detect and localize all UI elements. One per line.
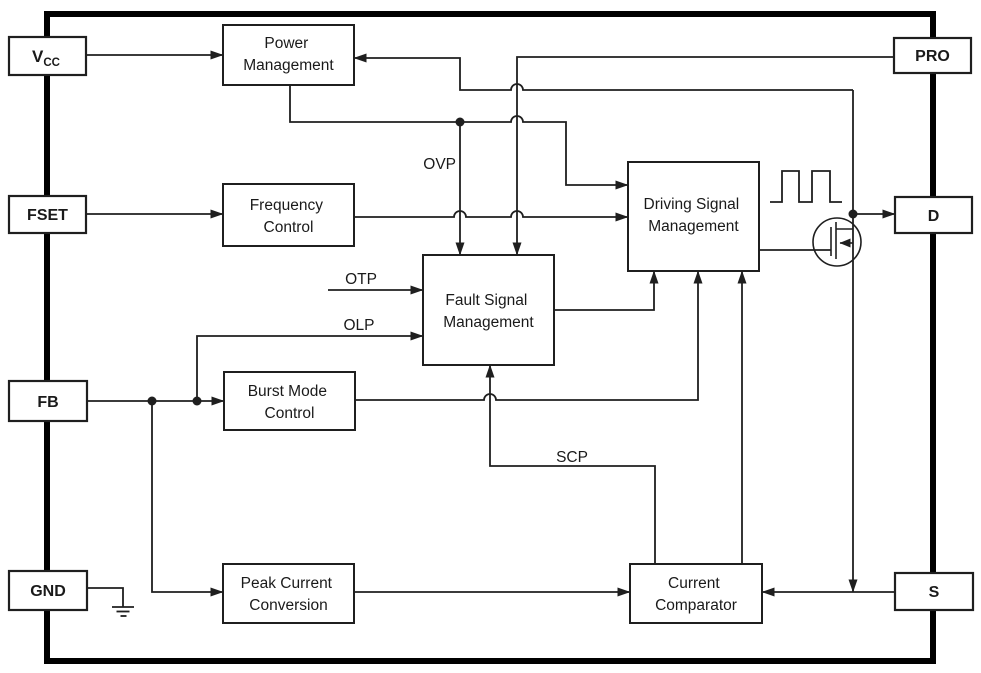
block-peak-current-conversion: Peak Current Conversion [222,563,355,624]
driving-signal-management-box [627,161,760,272]
vcc-pin-box [7,35,88,77]
junction-drain-node [848,209,858,219]
block-frequency-control: Frequency Control [222,183,355,247]
pin-pro: PRO [892,36,973,75]
s-pin-label: S [929,584,940,601]
wire-drain-to-power-management [353,53,853,91]
pin-fset: FSET [7,194,88,235]
wire-burst-mode-to-driving-signal [355,270,703,401]
current-comparator-label: Current Comparator [655,575,737,614]
wire-olp-to-fault-signal-management [196,331,424,401]
fault-signal-management-box [422,254,555,366]
fset-pin-box [7,194,88,235]
mosfet-circle [812,217,862,267]
pro-pin-box [892,36,973,75]
fset-pin-label: FSET [27,207,68,224]
wire-fault-signal-to-driving-signal [554,270,659,311]
power-management-box [222,24,355,86]
junction-fb-peak-current [147,396,157,406]
gnd-pin-label: GND [30,583,66,600]
d-pin-label: D [928,208,940,225]
junction-ovp-tap [455,117,465,127]
ground-stem [87,587,124,607]
ovp-signal-label: OVP [423,156,456,173]
scp-signal-label: SCP [556,449,588,466]
fault-signal-management-label: Fault Signal Management [443,292,534,331]
driving-signal-management-label: Driving Signal Management [644,196,744,235]
block-power-management: Power Management [222,24,355,86]
current-comparator-box [629,563,763,624]
junction-fb-olp [192,396,202,406]
block-current-comparator: Current Comparator [629,563,763,624]
frequency-control-box [222,183,355,247]
wire-fb-to-peak-current-conversion [151,401,224,597]
burst-mode-control-box [223,371,356,431]
frequency-control-label: Frequency Control [250,197,328,236]
peak-current-conversion-box [222,563,355,624]
burst-mode-control-label: Burst Mode Control [248,383,332,422]
peak-current-conversion-label: Peak Current Conversion [241,575,337,614]
vcc-pin-label: VCC [32,47,60,69]
mosfet-symbol [812,217,862,267]
fb-pin-label: FB [37,394,58,411]
pro-pin-label: PRO [915,48,950,65]
olp-signal-label: OLP [343,317,374,334]
pin-fb: FB [7,379,89,423]
wire-scp-to-fault-signal-management [485,364,656,564]
wire-frequency-control-to-driving-signal [354,210,629,222]
pin-gnd: GND [7,569,89,612]
fb-pin-box [7,379,89,423]
s-pin-box [893,571,975,612]
pin-s: S [893,571,975,612]
pin-d: D [893,195,974,235]
wire-pro-to-fault-signal-management [512,56,894,256]
block-driving-signal-management: Driving Signal Management [627,161,760,272]
ic-boundary [44,11,936,664]
pin-vcc: VCC [7,35,88,77]
power-management-label: Power Management [243,35,334,74]
wire-power-management-to-driving-signal [289,85,629,190]
switching-waveform-icon [770,170,842,203]
block-burst-mode-control: Burst Mode Control [223,371,356,431]
gnd-pin-box [7,569,89,612]
d-pin-box [893,195,974,235]
block-fault-signal-management: Fault Signal Management [422,254,555,366]
ground-symbol-icon [87,587,134,617]
otp-signal-label: OTP [345,271,377,288]
